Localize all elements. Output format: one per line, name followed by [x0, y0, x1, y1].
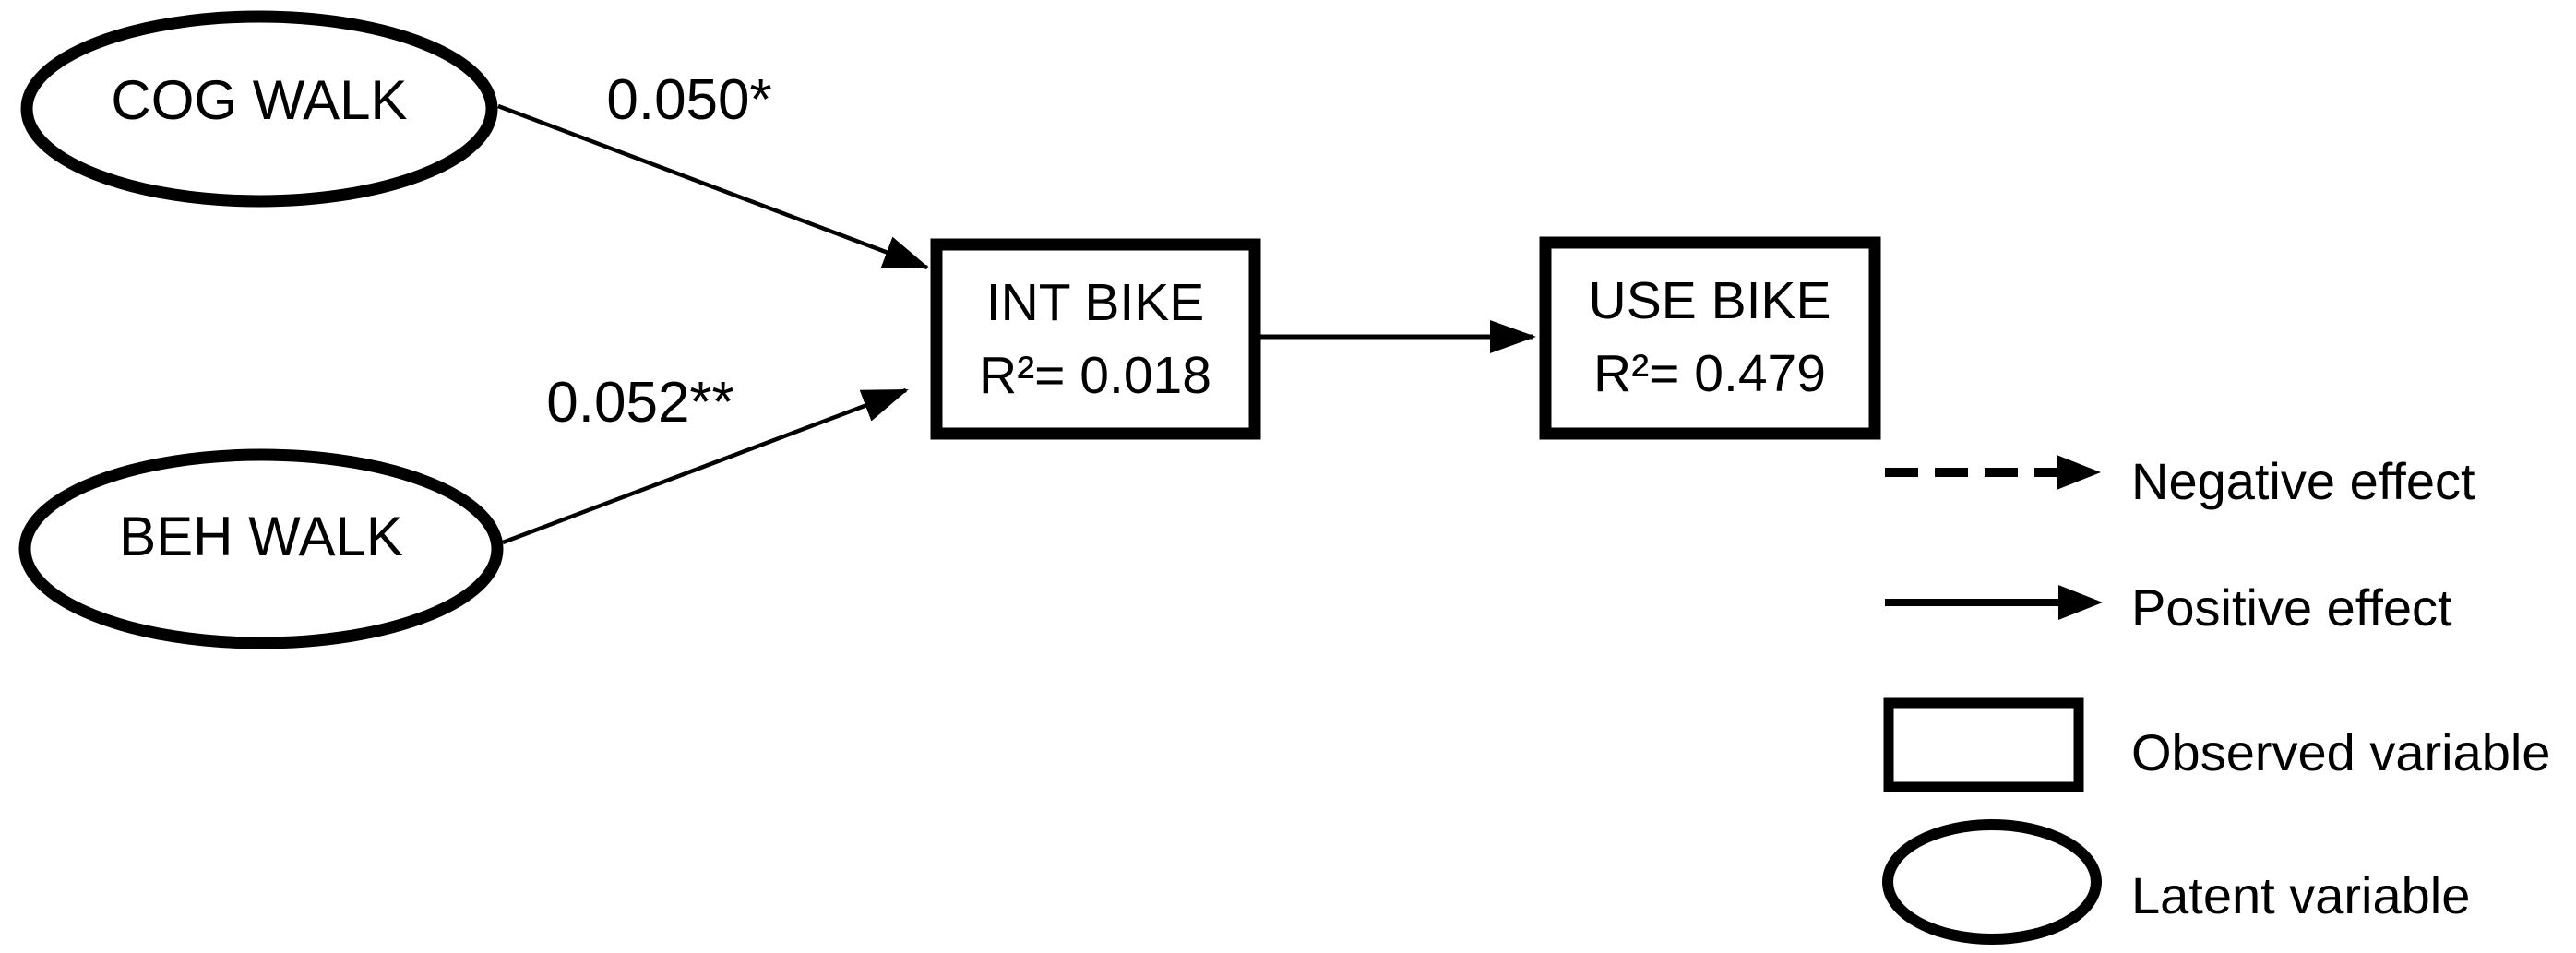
cog-walk-label: COG WALK	[111, 69, 407, 131]
path-coefficient-cogwalk-intbike: 0.050*	[606, 68, 771, 132]
legend-item-negative-effect: Negative effect	[1885, 452, 2475, 510]
arrowhead-icon	[2057, 455, 2101, 490]
path-coefficient-behwalk-intbike: 0.052**	[546, 371, 733, 435]
latent-node-cog-walk	[20, 10, 498, 208]
latent-node-beh-walk	[18, 448, 504, 649]
ellipse-symbol-icon	[1882, 819, 2102, 945]
use-bike-r2-value: R²= 0.479	[1593, 344, 1826, 403]
int-bike-r2-value: R²= 0.018	[979, 346, 1211, 405]
observed-node-int-bike	[930, 238, 1261, 440]
legend-item-positive-effect: Positive effect	[1885, 578, 2452, 637]
legend-item-latent-variable: Latent variable	[1882, 819, 2470, 945]
use-bike-label: USE BIKE	[1589, 271, 1831, 330]
legend: Negative effect Positive effect Observed…	[1882, 452, 2550, 945]
path-arrow-cogwalk-to-intbike	[497, 103, 930, 270]
legend-label-observed-variable: Observed variable	[2131, 723, 2550, 781]
int-bike-label: INT BIKE	[986, 273, 1205, 332]
legend-label-negative-effect: Negative effect	[2131, 452, 2475, 510]
path-arrow-behwalk-to-intbike	[502, 387, 909, 545]
beh-walk-label: BEH WALK	[119, 506, 403, 567]
legend-label-positive-effect: Positive effect	[2131, 578, 2452, 637]
legend-label-latent-variable: Latent variable	[2131, 866, 2470, 924]
observed-node-use-bike	[1539, 236, 1881, 440]
legend-item-observed-variable: Observed variable	[1883, 697, 2550, 792]
arrowhead-icon	[2058, 585, 2103, 620]
rectangle-symbol-icon	[1883, 697, 2084, 792]
